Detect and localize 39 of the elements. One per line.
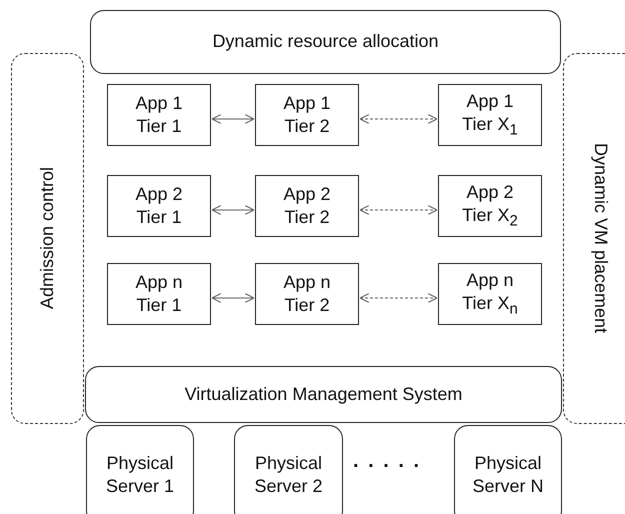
- dashed-rounded-box: [11, 53, 84, 424]
- box-label: Virtualization Management System: [184, 382, 462, 406]
- box-label: App n Tier X$_{n}$: [461, 268, 519, 320]
- server-box: [454, 425, 562, 514]
- tier-box: [438, 263, 542, 325]
- box-label: App 2 Tier X$_{2}$: [461, 180, 519, 232]
- box-label: App 2 Tier 2: [282, 182, 332, 229]
- box-label: Physical Server 2: [253, 452, 324, 498]
- tier-box: [255, 263, 359, 325]
- box-label: App n Tier 1: [134, 270, 184, 317]
- tier-box: [255, 84, 359, 146]
- box-label: Physical Server 1: [104, 452, 176, 498]
- server-box: [234, 425, 343, 514]
- double-arrow: [359, 114, 438, 124]
- box-label: App n Tier 2: [282, 270, 332, 317]
- ellipsis-dots: . . . . .: [353, 450, 422, 473]
- rounded-box: [90, 10, 561, 74]
- double-arrow: [359, 204, 438, 216]
- tier-box: [255, 175, 359, 237]
- server-box: [86, 425, 194, 514]
- double-arrow: [211, 114, 255, 124]
- box-label: App 1 Tier 1: [134, 92, 184, 138]
- double-arrow: [211, 204, 255, 216]
- box-label: App 2 Tier 1: [134, 182, 184, 229]
- dashed-rounded-box: [563, 53, 625, 424]
- box-label: App 1 Tier 2: [282, 92, 332, 138]
- tier-box: [107, 263, 211, 325]
- tier-box: [107, 175, 211, 237]
- box-label: Admission control: [36, 167, 58, 310]
- double-arrow: [211, 292, 255, 304]
- box-label: Dynamic VM placement: [590, 143, 612, 334]
- double-arrow: [359, 292, 438, 304]
- rounded-box: [85, 366, 562, 423]
- box-label: App 1 Tier X$_{1}$: [461, 90, 519, 140]
- tier-box: [107, 84, 211, 146]
- box-label: Dynamic resource allocation: [212, 30, 439, 54]
- box-label: Physical Server N: [471, 452, 544, 498]
- tier-box: [438, 84, 542, 146]
- tier-box: [438, 175, 542, 237]
